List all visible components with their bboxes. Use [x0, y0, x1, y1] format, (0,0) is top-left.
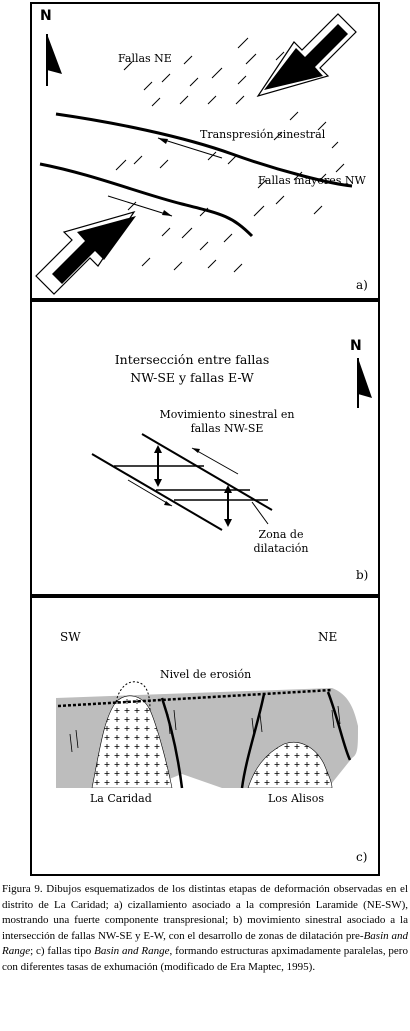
panel-c-drawing — [56, 681, 358, 798]
north-label: N — [40, 8, 52, 24]
label-la-caridad: La Caridad — [90, 792, 152, 805]
figure-caption: Figura 9. Dibujos esquematizados de los … — [2, 882, 408, 975]
eroded-dome — [115, 681, 151, 711]
nw-fault-lower — [91, 453, 223, 531]
intrusion-los-alisos — [247, 742, 333, 789]
north-arrow-icon — [357, 358, 372, 408]
movement-line2: fallas NW-SE — [190, 422, 264, 435]
label-ne-faults: Fallas NE — [118, 52, 172, 65]
caption-part2: ; c) fallas tipo — [30, 945, 95, 957]
sinistral-arrow-lower-icon — [107, 195, 173, 217]
north-arrow-icon — [46, 34, 62, 86]
label-major-faults: Fallas mayores NW — [258, 174, 366, 187]
caption-part1: Figura 9. Dibujos esquematizados de los … — [2, 883, 408, 942]
dilation-arrows-icon — [154, 445, 232, 527]
compression-arrow-lower-icon — [35, 210, 136, 295]
label-los-alisos: Los Alisos — [268, 792, 324, 805]
label-ne: NE — [318, 630, 338, 644]
dilation-leader-line — [251, 501, 269, 525]
label-erosion: Nivel de erosión — [160, 668, 252, 681]
caption-italic2: Basin and Range — [94, 945, 170, 957]
ne-minor-faults — [115, 37, 345, 273]
label-transpression: Transpresión sinestral — [200, 128, 326, 141]
panel-b-drawing — [91, 358, 372, 531]
panel-b: N Intersección entre fallas NW-SE y fall… — [30, 300, 380, 596]
compression-arrow-upper-icon — [256, 13, 357, 98]
dilation-line2: dilatación — [253, 542, 309, 555]
panel-letter-a: a) — [356, 278, 368, 292]
panel-a: N Fallas NE Transpresión sinestral Falla… — [30, 2, 380, 300]
caption-part3: , formando estructuras apximadamente par… — [2, 945, 408, 973]
major-fault-lower — [39, 162, 254, 238]
panel-c: SW NE Nivel de erosión La Caridad Los Al… — [30, 596, 380, 876]
major-fault-upper — [55, 112, 353, 188]
title-line1: Intersección entre fallas — [114, 352, 270, 367]
sinistral-arrow-upper-icon — [191, 447, 239, 475]
basin-range-faults — [160, 691, 352, 789]
panel-letter-b: b) — [356, 568, 369, 582]
panel-a-drawing — [35, 13, 357, 295]
panel-letter-c: c) — [356, 850, 368, 864]
title-line2: NW-SE y fallas E-W — [130, 370, 254, 385]
label-sw: SW — [60, 630, 81, 644]
fault-movement-icons — [69, 705, 341, 753]
caption-italic1: Basin and Range — [2, 929, 409, 958]
dilation-line1: Zona de — [258, 528, 304, 541]
sinistral-arrow-lower-icon — [127, 479, 173, 507]
movement-line1: Movimiento sinestral en — [159, 408, 295, 421]
north-label: N — [350, 338, 362, 354]
erosion-line — [57, 688, 333, 708]
intrusion-la-caridad — [91, 695, 173, 789]
sinistral-arrow-upper-icon — [157, 137, 223, 159]
nw-fault-upper — [141, 433, 273, 511]
